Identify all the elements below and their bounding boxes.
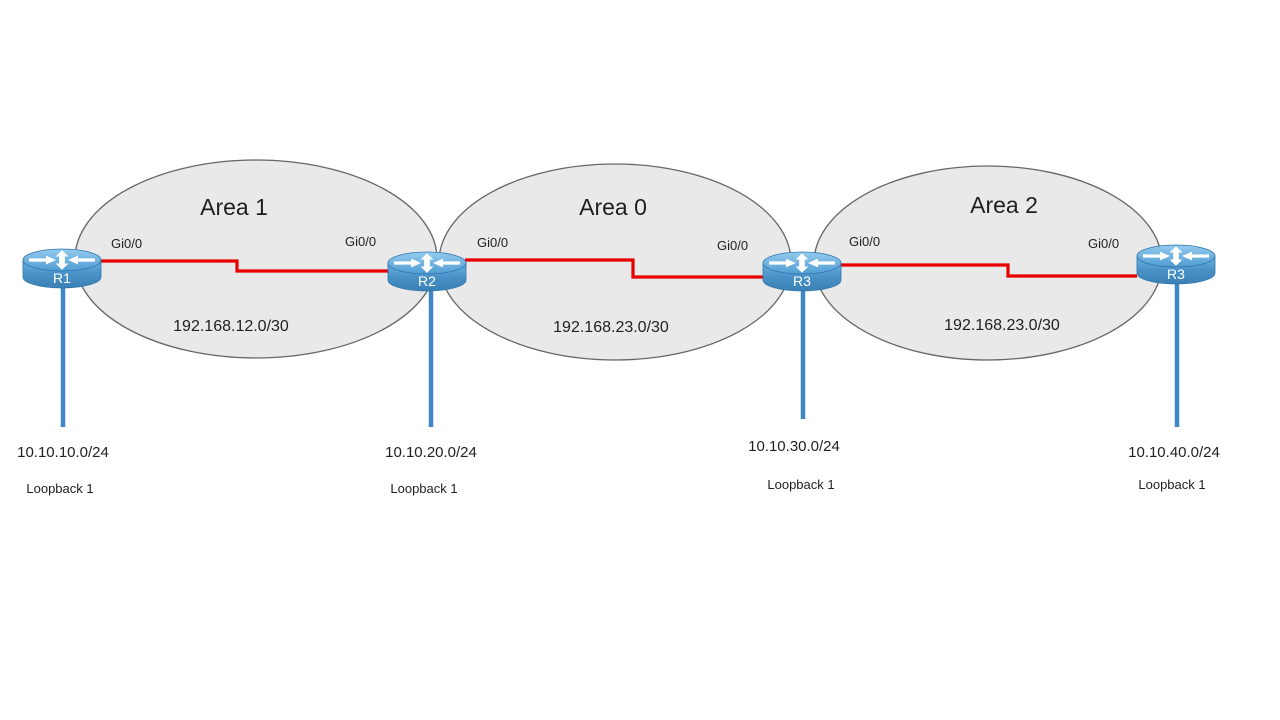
- loopback-network-r1: 10.10.10.0/24: [17, 444, 109, 461]
- loopback-network-r2: 10.10.20.0/24: [385, 444, 477, 461]
- router-label: R1: [53, 270, 71, 286]
- link-r1-r2: [101, 259, 389, 273]
- area-2-label: Area 2: [970, 192, 1038, 218]
- loopback-interface-r4: Loopback 1: [1138, 477, 1205, 492]
- interface-label-r3-left-gi00: Gi0/0: [717, 238, 748, 253]
- router-label: R3: [1167, 266, 1185, 282]
- interface-label-r3-right-gi00: Gi0/0: [849, 234, 880, 249]
- area-0: Area 0: [438, 163, 792, 361]
- interface-label-r1-gi00: Gi0/0: [111, 236, 142, 251]
- loopback-interface-r2: Loopback 1: [390, 481, 457, 496]
- area-0-label: Area 0: [579, 194, 647, 220]
- loopback-interface-r1: Loopback 1: [26, 481, 93, 496]
- loopback-network-r3: 10.10.30.0/24: [748, 438, 840, 455]
- interface-label-r2-right-gi00: Gi0/0: [477, 235, 508, 250]
- network-label-area2: 192.168.23.0/30: [944, 317, 1060, 334]
- network-label-area1: 192.168.12.0/30: [173, 318, 289, 335]
- router-r3: R3: [762, 251, 842, 292]
- link-r2-r3: [465, 258, 763, 279]
- router-r2: R2: [387, 251, 467, 292]
- loopback-network-r4: 10.10.40.0/24: [1128, 444, 1220, 461]
- interface-label-r2-left-gi00: Gi0/0: [345, 234, 376, 249]
- router-r1: R1: [22, 248, 102, 289]
- link-r3-r4: [841, 263, 1137, 278]
- network-label-area0: 192.168.23.0/30: [553, 319, 669, 336]
- router-label: R3: [793, 273, 811, 289]
- loopback-interface-r3: Loopback 1: [767, 477, 834, 492]
- router-label: R2: [418, 273, 436, 289]
- router-r4: R3: [1136, 244, 1216, 285]
- interface-label-r4-gi00: Gi0/0: [1088, 236, 1119, 251]
- area-1-label: Area 1: [200, 194, 268, 220]
